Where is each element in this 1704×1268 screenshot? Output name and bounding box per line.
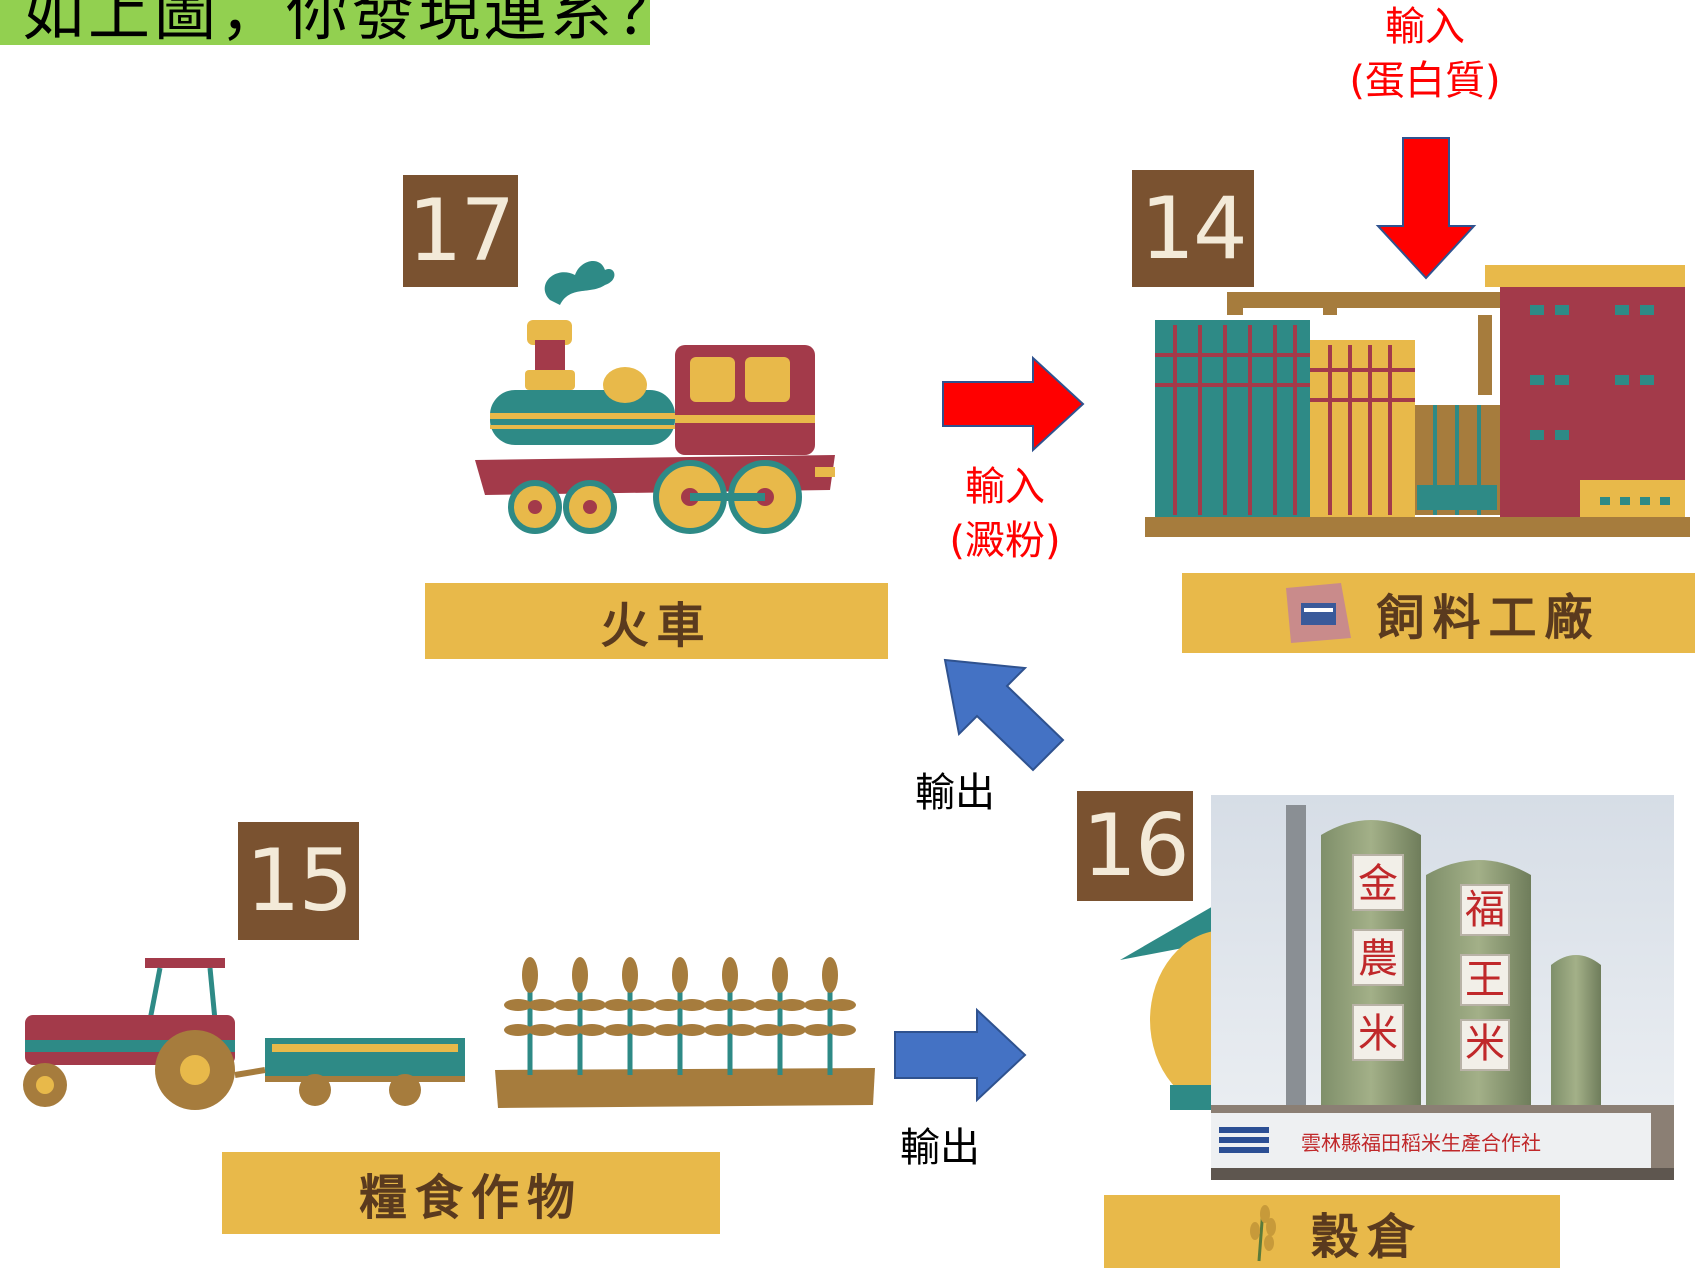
train-illustration: [475, 260, 835, 534]
silo-sign-left-1: 金: [1358, 861, 1398, 907]
title-banner: 如上圖，你發現連系？: [0, 0, 650, 45]
silo-sign-left-2: 農: [1358, 936, 1398, 982]
wheat-icon: [1249, 1204, 1276, 1261]
page-title: 如上圖，你發現連系？: [22, 0, 650, 45]
output-to-train-arrow: [943, 658, 1065, 772]
crops-number-badge: 15: [238, 822, 359, 940]
input-protein-line1: 輸入: [1385, 4, 1465, 50]
input-starch-line2: (澱粉): [949, 518, 1061, 564]
granary-number: 16: [1082, 796, 1189, 896]
feed-bag-icon: [1286, 583, 1352, 643]
silo-banner-text: 雲林縣福田稻米生產合作社: [1301, 1131, 1541, 1155]
output-to-granary-text: 輸出: [900, 1125, 980, 1171]
input-starch-line1: 輸入: [965, 464, 1045, 510]
input-protein-arrow: [1375, 137, 1477, 280]
crops-label: 糧食作物: [222, 1152, 720, 1234]
output-to-granary-label: 輸出: [885, 1115, 995, 1173]
input-protein-line2: (蛋白質): [1349, 58, 1501, 104]
crops-illustration: [23, 957, 875, 1110]
silo-sign-right-3: 米: [1465, 1021, 1505, 1067]
output-to-train-label: 輸出: [900, 760, 1010, 818]
granary-label-text: 穀倉: [1310, 1208, 1423, 1265]
silo-sign-right-1: 福: [1465, 887, 1505, 933]
factory-label: 飼料工廠: [1182, 573, 1695, 653]
train-label-text: 火車: [600, 598, 713, 654]
input-protein-label: 輸入 (蛋白質): [1325, 0, 1525, 108]
feed-factory-illustration: [1145, 265, 1690, 537]
factory-number: 14: [1140, 178, 1247, 279]
output-to-granary-arrow: [894, 1007, 1027, 1103]
factory-number-badge: 14: [1132, 170, 1254, 287]
silo-sign-right-2: 王: [1465, 957, 1505, 1003]
granary-photo: 金 農 米 福 王 米 雲林縣福田稻米生產合作社: [1211, 795, 1674, 1180]
silo-sign-left-3: 米: [1358, 1011, 1398, 1057]
train-label: 火車: [425, 583, 888, 659]
input-starch-arrow: [942, 355, 1085, 453]
output-to-train-text: 輸出: [915, 770, 995, 816]
crops-number: 15: [245, 831, 353, 931]
train-number: 17: [407, 181, 515, 281]
train-number-badge: 17: [403, 175, 518, 287]
granary-label: 穀倉: [1104, 1195, 1560, 1268]
granary-number-badge: 16: [1077, 791, 1193, 901]
crops-label-text: 糧食作物: [358, 1170, 583, 1226]
input-starch-label: 輸入 (澱粉): [930, 460, 1080, 568]
factory-label-text: 飼料工廠: [1376, 590, 1601, 646]
